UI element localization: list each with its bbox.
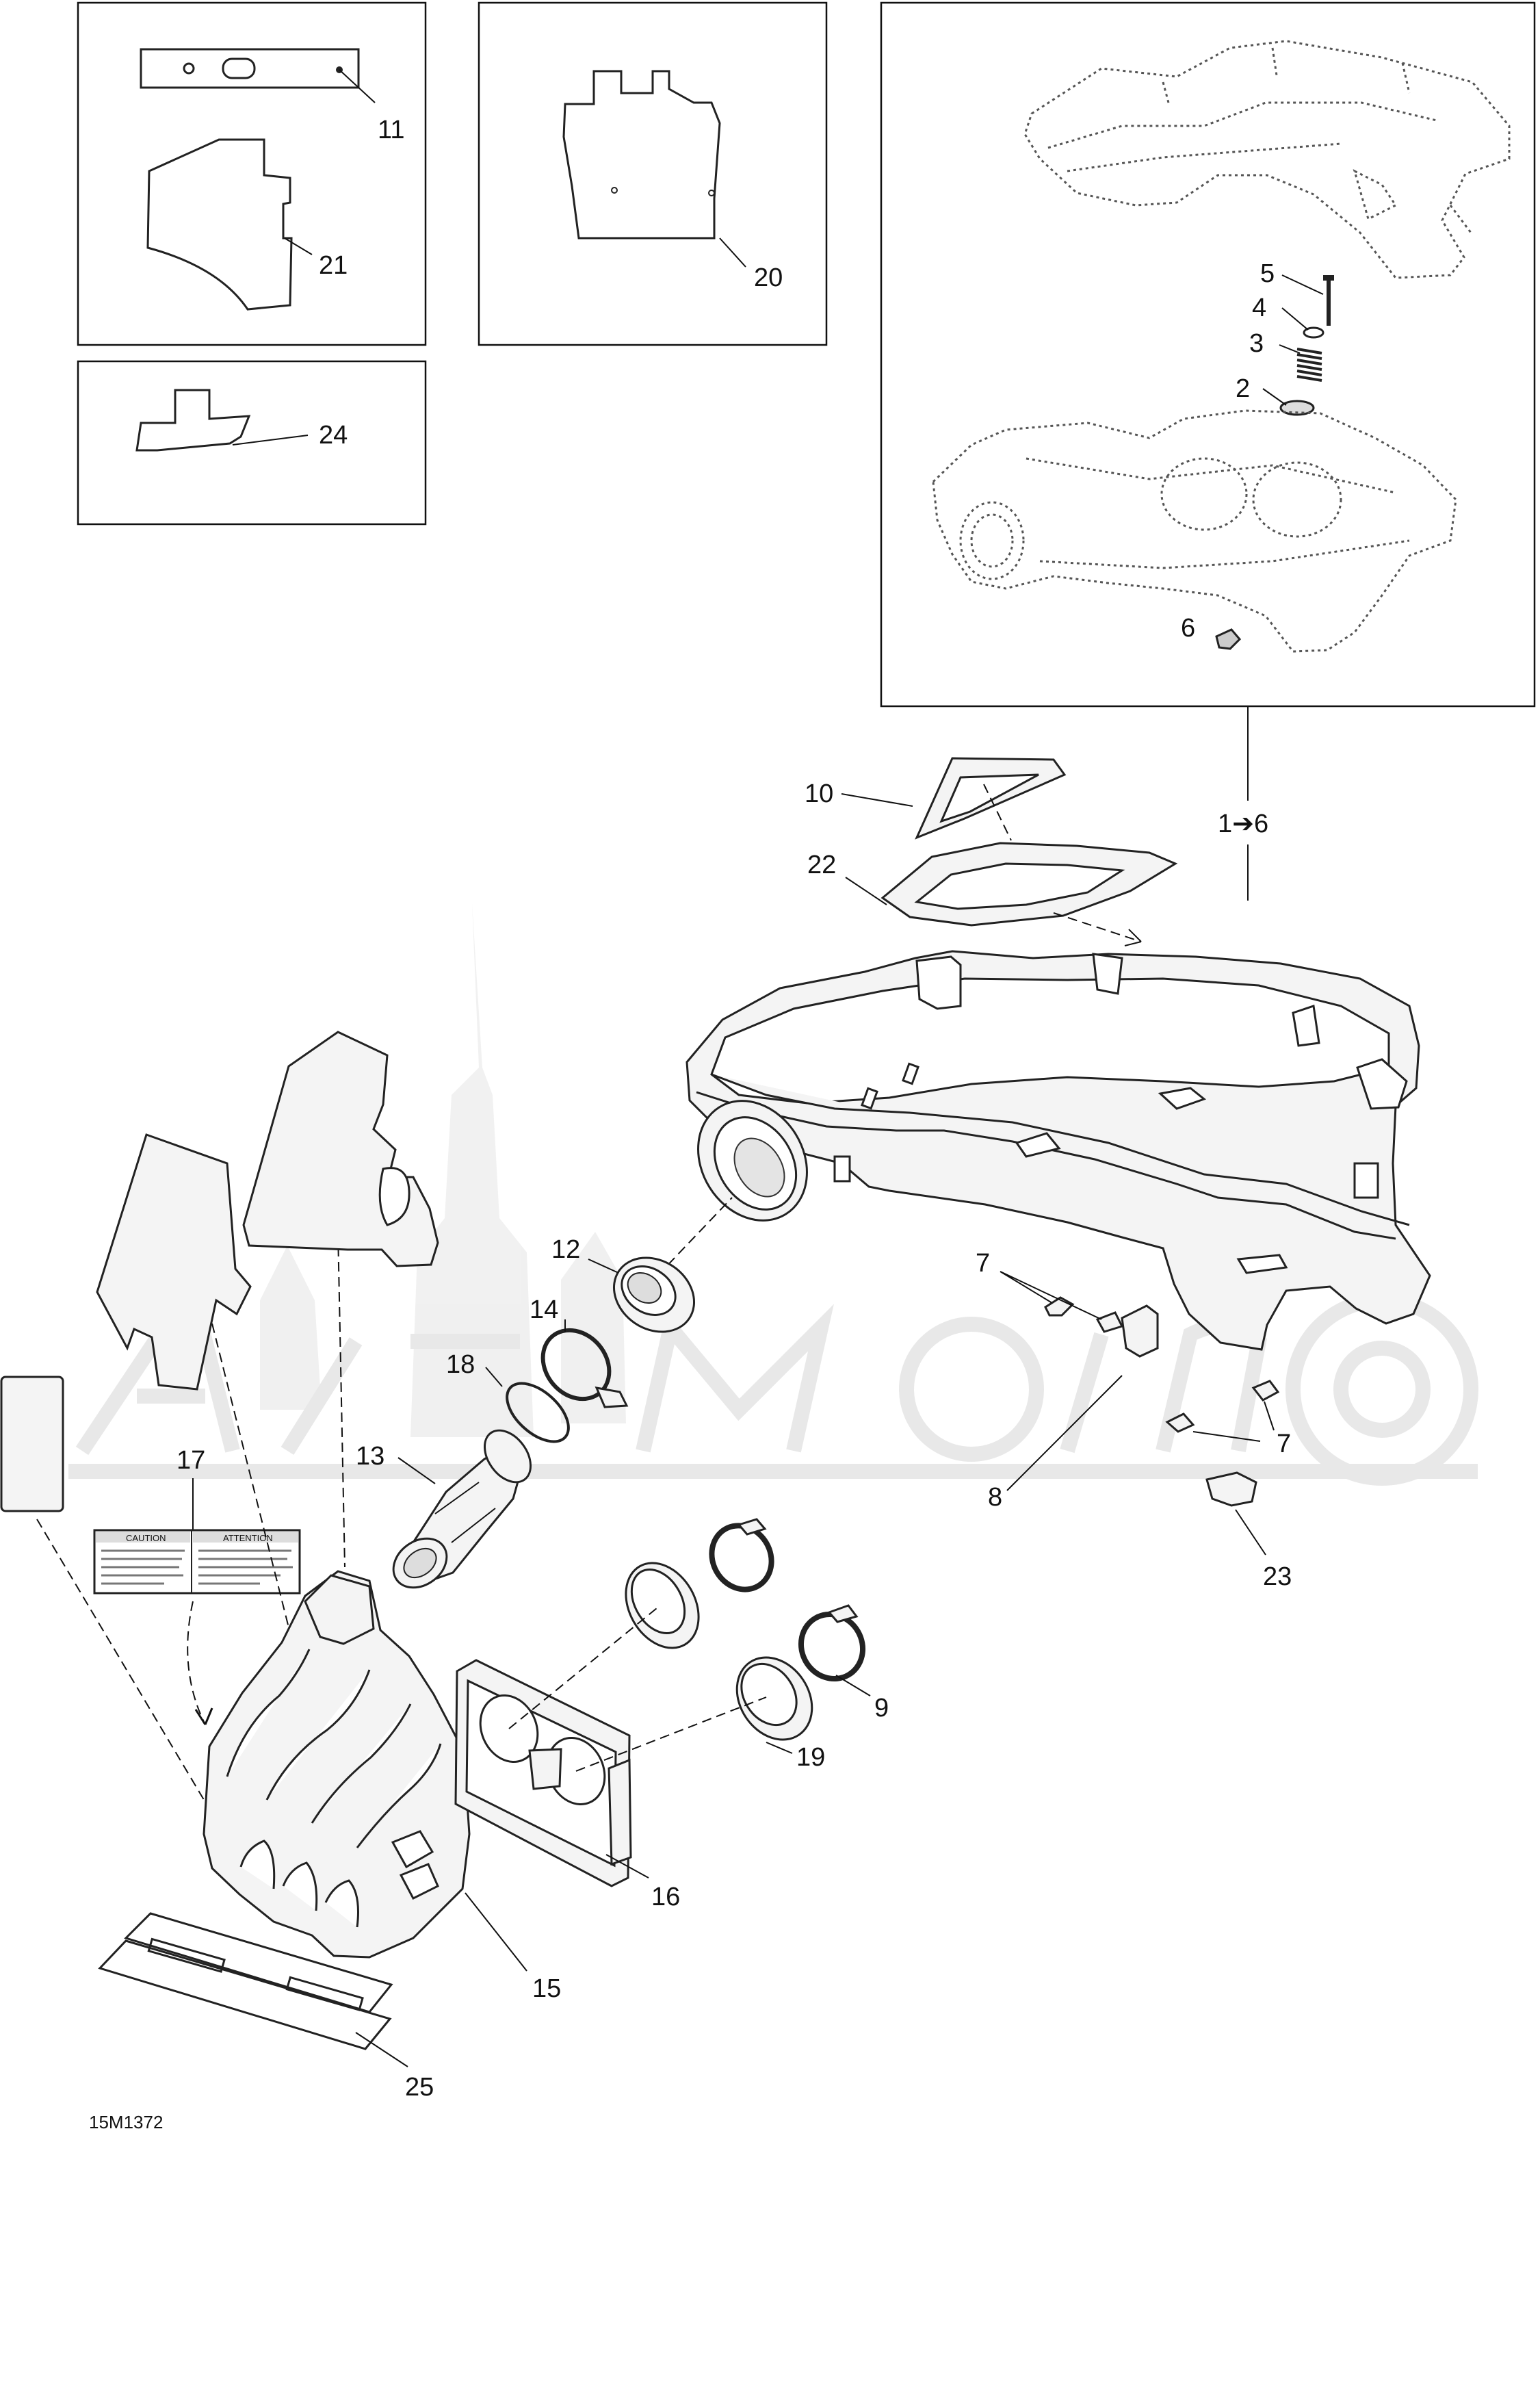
part-9-clamp-lower — [798, 1604, 866, 1682]
callout-24: 24 — [319, 421, 348, 450]
callout-9: 9 — [874, 1694, 889, 1722]
callout-23: 23 — [1263, 1562, 1292, 1591]
decal-caution-heading: CAUTION — [126, 1533, 166, 1543]
part-15-housing — [203, 1570, 471, 1959]
part-21-pad-main — [96, 1133, 252, 1391]
decal-attention-heading: ATTENTION — [223, 1533, 273, 1543]
drawing-code: 15M1372 — [89, 2112, 163, 2132]
callout-10: 10 — [805, 779, 833, 808]
part-7-clip-b — [1095, 1311, 1124, 1333]
callout-8: 8 — [988, 1483, 1002, 1512]
callout-13: 13 — [356, 1442, 384, 1471]
callout-4: 4 — [1252, 294, 1266, 322]
part-21-shield — [146, 138, 293, 311]
part-7-clip-c — [1251, 1380, 1280, 1402]
callout-15: 15 — [532, 1974, 561, 2003]
part-17-label-decal: CAUTION ATTENTION — [93, 1529, 301, 1595]
callout-12: 12 — [551, 1235, 580, 1264]
part-12-coupler — [612, 1256, 696, 1333]
callout-14: 14 — [530, 1295, 558, 1324]
part-7-clip-a — [1044, 1296, 1075, 1317]
callout-17: 17 — [177, 1446, 205, 1475]
part-19-sleeve-lower — [735, 1656, 813, 1741]
inset-lower-housing — [932, 409, 1457, 653]
callout-18: 18 — [446, 1350, 475, 1379]
callout-21: 21 — [319, 251, 348, 280]
inset-frame-1-6 — [880, 1, 1536, 708]
part-23-clip — [1205, 1471, 1257, 1507]
part-7-clip-d — [1165, 1412, 1195, 1433]
callout-2: 2 — [1236, 374, 1250, 403]
part-3-spring — [1296, 348, 1322, 382]
inset-frame-24 — [77, 360, 427, 526]
part-18-ring — [506, 1382, 570, 1443]
callout-7-lower: 7 — [1277, 1430, 1291, 1458]
part-16-adapter-plate — [454, 1659, 632, 1887]
part-20-shield — [562, 70, 721, 240]
part-14-clamp — [540, 1328, 629, 1408]
part-17-filter-pad — [0, 1376, 64, 1512]
part-19-sleeve-upper — [625, 1562, 700, 1649]
part-2-grommet — [1279, 400, 1315, 416]
callout-1-6: 1➔6 — [1218, 810, 1268, 838]
callout-20: 20 — [754, 263, 783, 292]
part-6-nut — [1215, 628, 1242, 650]
inset-frame-20 — [478, 1, 828, 346]
part-25-base-pad — [98, 1912, 393, 2050]
part-24-pad — [135, 389, 251, 452]
callout-22: 22 — [807, 851, 836, 879]
callout-6: 6 — [1181, 614, 1195, 643]
part-4-washer — [1303, 326, 1324, 339]
part-5-bolt — [1323, 275, 1334, 326]
callout-7-upper: 7 — [976, 1249, 990, 1278]
part-9-clamp-upper — [709, 1518, 774, 1592]
callout-25: 25 — [405, 2073, 434, 2102]
part-8-block — [1121, 1304, 1159, 1358]
part-11-strip — [140, 48, 360, 89]
inset-upper-housing — [1023, 40, 1511, 279]
inset-frame-11-21 — [77, 1, 427, 346]
part-1-airbox — [686, 950, 1431, 1351]
callout-19: 19 — [796, 1743, 825, 1772]
callout-16: 16 — [651, 1883, 680, 1911]
part-13-duct — [392, 1429, 532, 1589]
callout-3: 3 — [1249, 329, 1264, 358]
callout-5: 5 — [1260, 259, 1275, 288]
callout-11: 11 — [378, 116, 404, 144]
part-20-pad-main — [242, 1031, 439, 1267]
